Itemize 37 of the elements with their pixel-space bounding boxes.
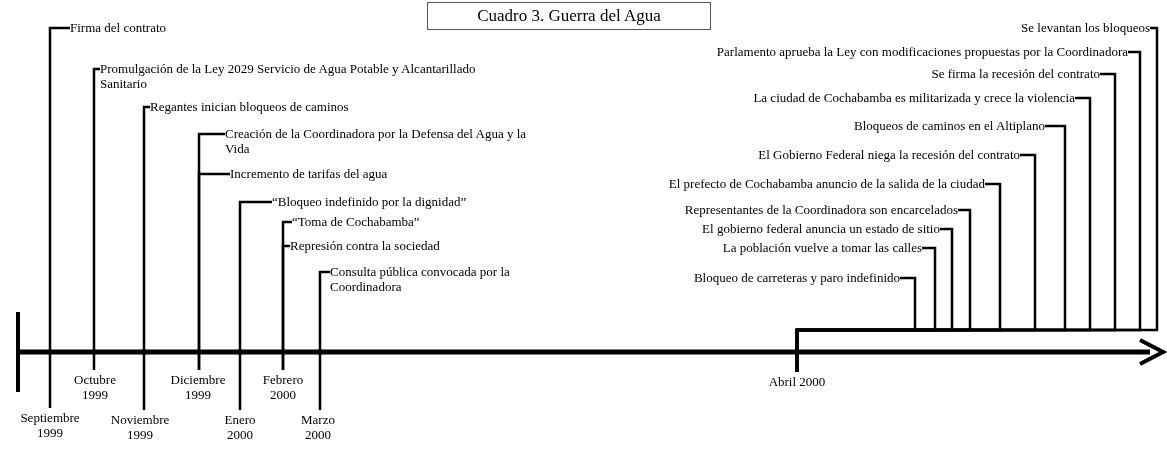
- leader-line: [142, 105, 150, 410]
- event-text: El Gobierno Federal niega la recesión del contrato: [758, 147, 1020, 162]
- event-text: Se firma la recesión del contrato: [931, 66, 1100, 81]
- date-label: Abril 2000: [767, 374, 827, 389]
- date-label: Enero 2000: [210, 412, 270, 442]
- event-text: Bloqueo de carreteras y paro indefinido: [693, 270, 900, 285]
- event-text: Parlamento aprueba la Ley con modificaciones propuestas por la Coordinadora: [716, 44, 1128, 59]
- event-text: Se levantan los bloqueos: [1021, 20, 1150, 35]
- date-label: Septiembre 1999: [10, 410, 90, 440]
- event-text: “Bloqueo indefinido por la dignidad”: [272, 194, 467, 209]
- leader-line: [92, 67, 100, 370]
- event-text: Consulta pública convocada por la Coordinadora: [330, 264, 540, 294]
- leader-line: [795, 276, 917, 372]
- event-text: Regantes inician bloqueos de caminos: [150, 99, 349, 114]
- leader-line: [48, 26, 70, 408]
- leader-line: [281, 244, 290, 370]
- event-text: La población vuelve a tomar las calles: [722, 240, 922, 255]
- title-box: Cuadro 3. Guerra del Agua: [427, 2, 711, 30]
- event-text: El prefecto de Cochabamba anuncio de la salida de la ciudad: [668, 176, 985, 191]
- leader-line: [318, 270, 330, 410]
- event-text: Firma del contrato: [70, 20, 167, 35]
- event-text: Incremento de tarifas del agua: [230, 166, 388, 181]
- event-text: Representantes de la Coordinadora son encarcelados: [684, 202, 958, 217]
- date-label: Febrero 2000: [253, 372, 313, 402]
- event-text: “Toma de Cochabamba”: [292, 214, 420, 229]
- leader-line: [197, 172, 230, 370]
- date-label: Noviembre 1999: [100, 412, 180, 442]
- date-label: Diciembre 1999: [163, 372, 233, 402]
- leader-line: [238, 200, 272, 410]
- event-text: Creación de la Coordinadora por la Defensa del Agua y la Vida: [225, 126, 545, 156]
- event-text: El gobierno federal anuncia un estado de sitio: [702, 221, 940, 236]
- event-text: Represión contra la sociedad: [290, 238, 440, 253]
- date-label: Marzo 2000: [288, 412, 348, 442]
- event-text: La ciudad de Cochabamba es militarizada y crece la violencia: [753, 90, 1075, 105]
- event-text: Promulgación de la Ley 2029 Servicio de Agua Potable y Alcantarillado Sanitario: [100, 61, 520, 91]
- event-text: Bloqueos de caminos en el Altiplano: [854, 118, 1045, 133]
- date-label: Octubre 1999: [60, 372, 130, 402]
